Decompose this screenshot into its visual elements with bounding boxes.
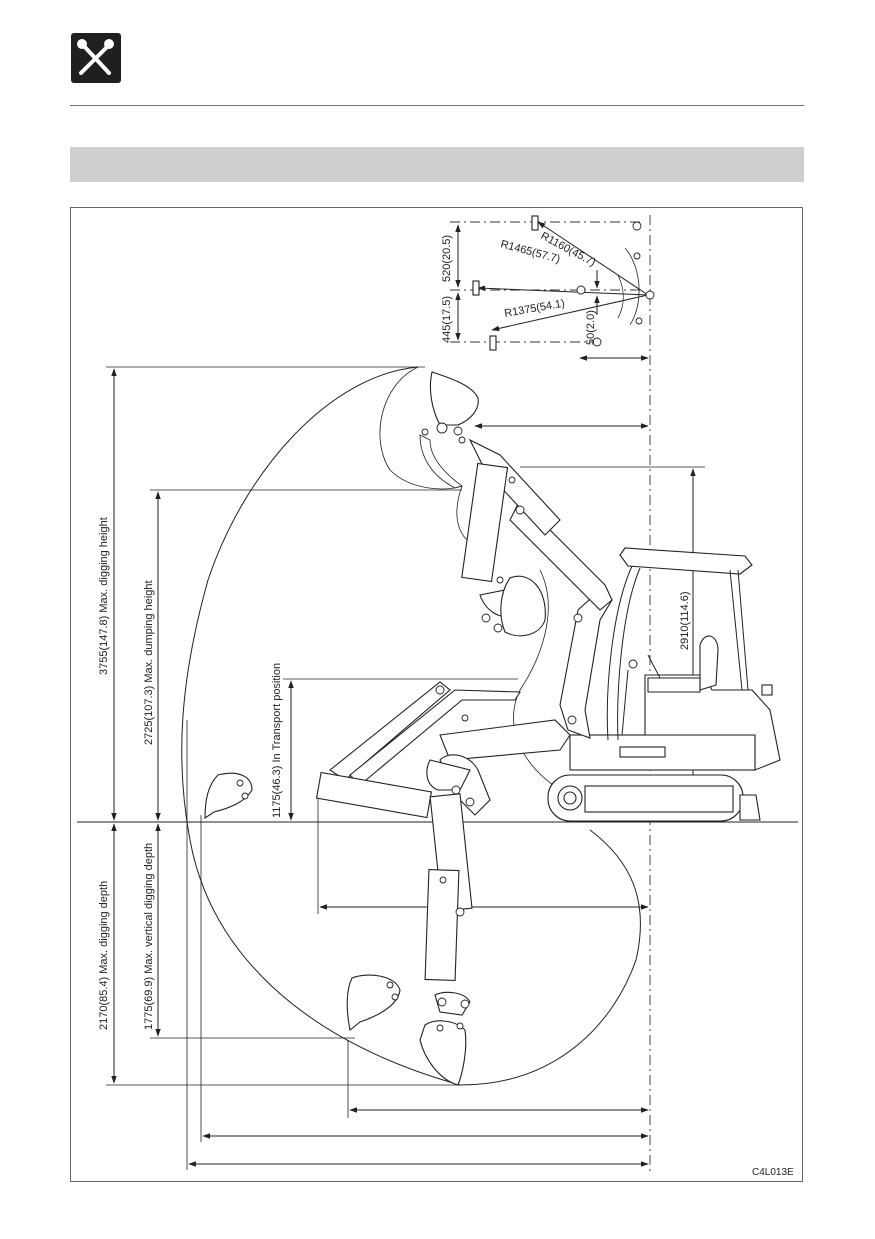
diagram-frame xyxy=(70,207,803,1182)
bucket-ground xyxy=(204,772,253,820)
dim-max-vertical-digging-depth xyxy=(150,823,355,1039)
label-max-vertical-digging-depth: 1775(69.9) Max. vertical digging depth xyxy=(143,843,155,1030)
label-boom-offset: 50(2.0) xyxy=(585,310,597,345)
dim-max-dumping-height xyxy=(150,489,462,821)
dim-max-digging-height xyxy=(106,366,425,821)
label-cab-height: 2910(114.6) xyxy=(679,591,691,650)
section-title-band xyxy=(70,147,804,182)
arm-depth xyxy=(419,754,491,1086)
bucket-vertical-wall xyxy=(346,974,401,1031)
boom-transport xyxy=(315,681,577,819)
label-swing-offset-lower: 445(17.5) xyxy=(441,296,453,343)
inner-arc-lower xyxy=(513,569,561,791)
label-transport-position: 1175(46.3) In Transport position xyxy=(271,663,283,818)
label-max-digging-height: 3755(147.8) Max. digging height xyxy=(98,517,110,675)
dim-transport-position xyxy=(283,678,518,821)
tools-icon xyxy=(71,33,121,83)
dim-max-digging-depth xyxy=(106,823,460,1086)
swing-offset-detail xyxy=(450,215,655,351)
label-radius-3: R1375(54.1) xyxy=(503,298,565,320)
label-max-digging-depth: 2170(85.4) Max. digging depth xyxy=(98,881,110,1030)
label-swing-offset-upper: 520(20.5) xyxy=(441,235,453,282)
boom-raised xyxy=(461,438,613,739)
excavator-body xyxy=(547,547,781,822)
figure-code: C4L013E xyxy=(752,1167,794,1178)
working-range-envelope xyxy=(181,366,641,1086)
bucket-top xyxy=(419,371,546,637)
bucket-arc-top xyxy=(379,366,463,490)
header-rule xyxy=(70,105,804,106)
label-max-dumping-height: 2725(107.3) Max. dumping height xyxy=(143,581,155,746)
